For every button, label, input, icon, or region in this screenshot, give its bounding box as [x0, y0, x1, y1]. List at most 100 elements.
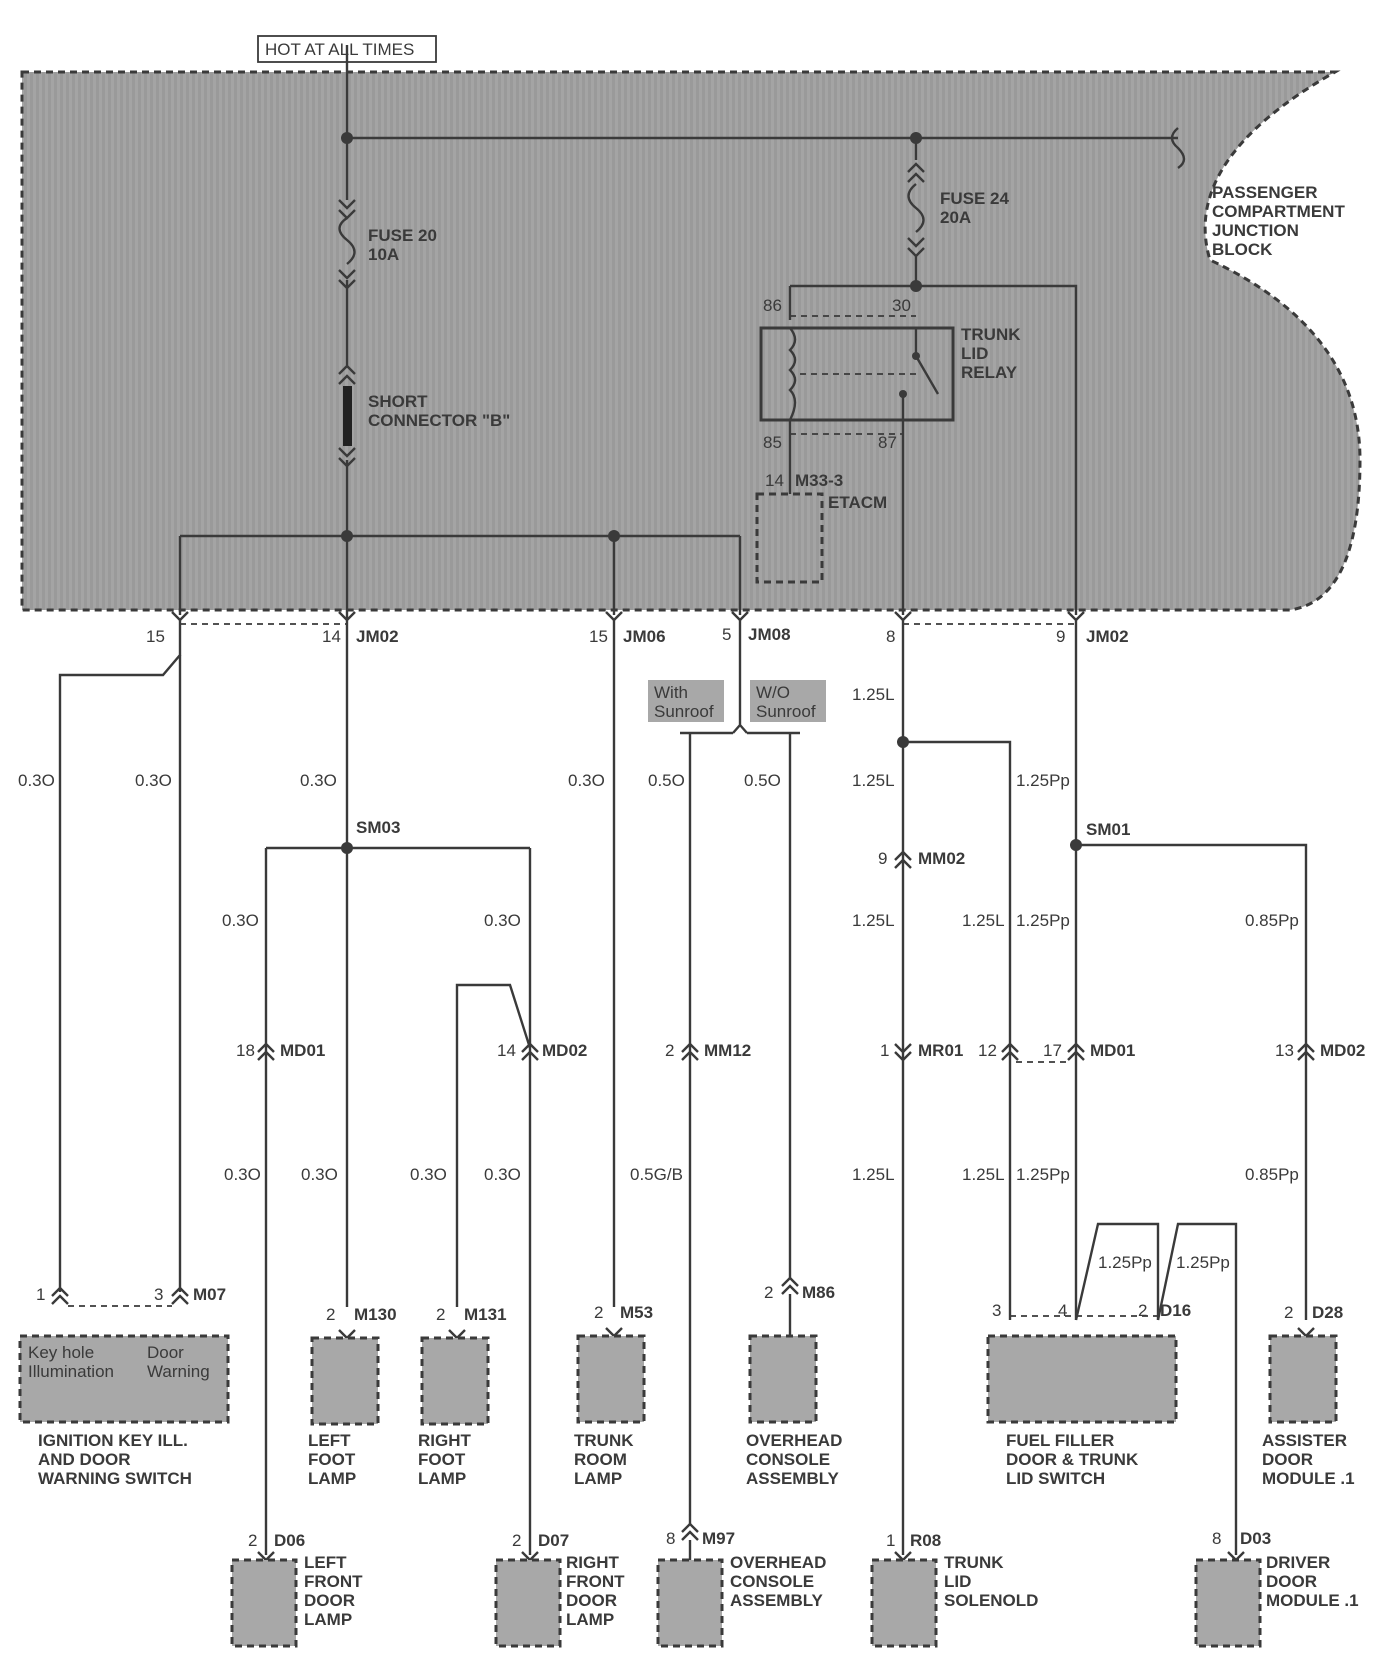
fuse24-rating: 20A — [940, 208, 971, 227]
wire-right-front-door — [455, 848, 532, 1555]
wire-label-w26: 1.25Pp — [1176, 1253, 1230, 1272]
wire-label-w20: 0.5G/B — [630, 1165, 683, 1184]
short-connector-top — [338, 364, 356, 385]
m86-connector — [781, 1276, 799, 1295]
wire-label-w11: 0.3O — [484, 911, 521, 930]
md01-left-connector — [257, 1042, 275, 1061]
wire-label-w21: 1.25L — [852, 1165, 895, 1184]
with-sunroof-2: Sunroof — [654, 702, 714, 721]
md01-left-pin: 18 — [236, 1041, 255, 1060]
fuse20-name: FUSE 20 — [368, 226, 437, 245]
trunk-lid-solenoid-name-1: TRUNK — [944, 1553, 1004, 1572]
left-front-door-name-4: LAMP — [304, 1610, 352, 1629]
assister-door-module-box — [1268, 1334, 1338, 1424]
md02-left-connector — [521, 1042, 539, 1061]
relay-pin-87: 87 — [878, 433, 897, 452]
driver-door-name-3: MODULE .1 — [1266, 1591, 1359, 1610]
relay-name-1: TRUNK — [961, 325, 1021, 344]
trunk-room-lamp-name-3: LAMP — [574, 1469, 622, 1488]
wire-label-w7: 1.25L — [852, 685, 895, 704]
m53-pin: 2 — [594, 1303, 603, 1322]
jb-out-conn-2: JM02 — [356, 627, 399, 646]
jb-out-conn-3: JM06 — [623, 627, 666, 646]
with-sunroof-1: With — [654, 683, 688, 702]
driver-door-name-2: DOOR — [1266, 1572, 1317, 1591]
fuse24-name: FUSE 24 — [940, 189, 1010, 208]
etacm-pin: 14 — [765, 471, 784, 490]
overhead-console-1-name-3: ASSEMBLY — [746, 1469, 840, 1488]
fuel-filler-switch-box — [986, 1334, 1178, 1424]
mm02-pin: 9 — [878, 849, 887, 868]
fuel-filler-name-3: LID SWITCH — [1006, 1469, 1105, 1488]
driver-door-module-box — [1194, 1558, 1262, 1648]
wire-label-w4: 0.3O — [568, 771, 605, 790]
overhead-console-2-name-1: OVERHEAD — [730, 1553, 826, 1572]
overhead-console-1-name-2: CONSOLE — [746, 1450, 830, 1469]
md02-right-pin: 13 — [1275, 1041, 1294, 1060]
overhead-console-2-name-2: CONSOLE — [730, 1572, 814, 1591]
m130-connector-label: M130 — [354, 1305, 397, 1324]
jb-out-pin-6: 9 — [1056, 627, 1065, 646]
short-connector-bottom — [338, 447, 356, 468]
mr01-pin: 1 — [880, 1041, 889, 1060]
d06-pin: 2 — [248, 1531, 257, 1550]
right-foot-lamp-box — [420, 1336, 490, 1426]
fuse24-bottom-connector — [907, 237, 925, 258]
hot-at-all-times-label: HOT AT ALL TIMES — [265, 40, 414, 59]
relay-pin-30: 30 — [892, 296, 911, 315]
wire-label-w24: 0.85Pp — [1245, 1165, 1299, 1184]
jb-out-pin-1: 15 — [146, 627, 165, 646]
wire-ignition-1 — [58, 620, 182, 1292]
etacm-connector: M33-3 — [795, 471, 843, 490]
wire-label-w23: 1.25Pp — [1016, 1165, 1070, 1184]
wire-label-w13: 1.25L — [962, 911, 1005, 930]
ignition-inner-1: Key hole — [28, 1343, 94, 1362]
d03-connector-label: D03 — [1240, 1529, 1271, 1548]
md02-left-name: MD02 — [542, 1041, 587, 1060]
md01-right-pin-b: 17 — [1043, 1041, 1062, 1060]
md01-right-connector-a — [1001, 1042, 1019, 1061]
wire-label-w25: 1.25Pp — [1098, 1253, 1152, 1272]
fuse20-element — [338, 217, 356, 265]
splice-sm01: SM01 — [1086, 820, 1130, 839]
m97-connector — [681, 1522, 699, 1541]
wire-label-w15: 0.85Pp — [1245, 911, 1299, 930]
m131-connector-label: M131 — [464, 1305, 507, 1324]
jb-name-1: PASSENGER — [1212, 183, 1318, 202]
jb-out-conn-4: JM08 — [748, 625, 791, 644]
relay-name-2: LID — [961, 344, 988, 363]
d07-connector-label: D07 — [538, 1531, 569, 1550]
d16-pin-4: 4 — [1058, 1301, 1067, 1320]
relay-name-3: RELAY — [961, 363, 1018, 382]
jb-name-4: BLOCK — [1212, 240, 1273, 259]
trunk-room-lamp-name-2: ROOM — [574, 1450, 627, 1469]
d28-connector-label: D28 — [1312, 1303, 1343, 1322]
d03-pin: 8 — [1212, 1529, 1221, 1548]
jb-out-pin-4: 5 — [722, 625, 731, 644]
wire-label-w16: 0.3O — [224, 1165, 261, 1184]
relay-body — [759, 326, 955, 422]
mm12-pin: 2 — [665, 1041, 674, 1060]
m86-pin: 2 — [764, 1283, 773, 1302]
driver-door-name-1: DRIVER — [1266, 1553, 1330, 1572]
d06-connector-label: D06 — [274, 1531, 305, 1550]
md02-right-connector — [1297, 1042, 1315, 1061]
wire-label-w5: 0.5O — [648, 771, 685, 790]
hot-bus-wire — [345, 45, 1178, 140]
right-front-door-lamp-box — [494, 1558, 562, 1648]
etacm-name: ETACM — [828, 493, 887, 512]
assister-name-1: ASSISTER — [1262, 1431, 1347, 1450]
fuel-filler-name-1: FUEL FILLER — [1006, 1431, 1114, 1450]
mr01-name: MR01 — [918, 1041, 963, 1060]
left-front-door-name-3: DOOR — [304, 1591, 355, 1610]
trunk-lid-solenoid-name-3: SOLENOLD — [944, 1591, 1038, 1610]
assister-name-3: MODULE .1 — [1262, 1469, 1355, 1488]
relay-coil-icon — [788, 327, 797, 421]
md02-right-name: MD02 — [1320, 1041, 1365, 1060]
wire-label-w1: 0.3O — [18, 771, 55, 790]
fuse20-bottom-connector — [338, 269, 356, 290]
overhead-console-1-box — [748, 1334, 818, 1424]
distribution-node-1 — [341, 530, 353, 542]
jb-out-pin-5: 8 — [886, 627, 895, 646]
